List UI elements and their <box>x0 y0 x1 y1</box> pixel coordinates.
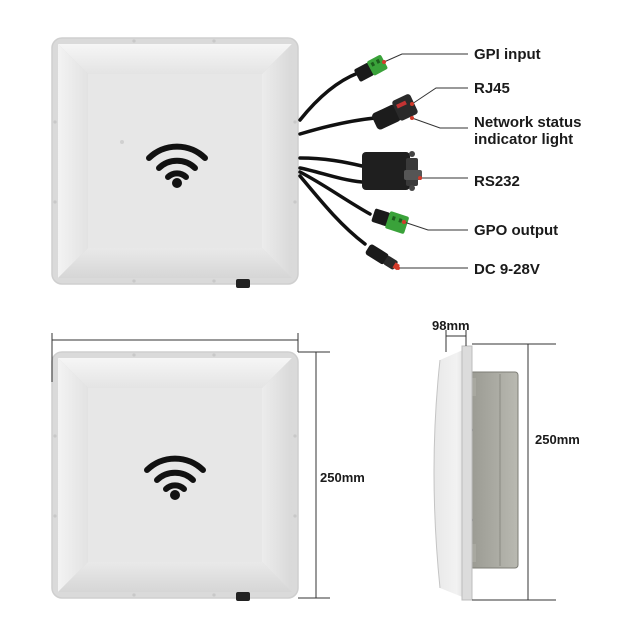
label-network-status-line2: indicator light <box>474 131 574 148</box>
bevel-top <box>58 44 292 74</box>
bevel-bottom <box>58 248 292 278</box>
antenna-top-view <box>51 37 422 288</box>
antenna-side-view <box>433 345 519 601</box>
bevel-right <box>262 44 292 278</box>
label-gpi-input: GPI input <box>474 46 541 63</box>
callout-dots <box>382 60 422 270</box>
label-gpo-output: GPO output <box>474 222 559 239</box>
screw-dots <box>53 39 297 283</box>
label-network-status-line1: Network status <box>474 114 582 131</box>
dim-side-depth: 98mm <box>432 318 470 333</box>
label-rs232: RS232 <box>474 173 520 190</box>
wifi-dot <box>172 178 182 188</box>
callout-leaders <box>383 53 468 269</box>
label-dc-power: DC 9-28V <box>474 261 540 278</box>
dim-side-height: 250mm <box>535 432 580 447</box>
bevel-left <box>58 44 88 278</box>
bottom-connector <box>236 592 250 601</box>
rs232-connector <box>362 151 422 191</box>
rj45-connector <box>372 94 418 130</box>
antenna-front-view <box>51 351 299 601</box>
dim-front-height: 250mm <box>320 470 365 485</box>
gpi-connector <box>354 55 388 82</box>
dc-connector <box>365 244 400 271</box>
wifi-icon <box>146 143 208 180</box>
rear-enclosure <box>470 372 518 568</box>
gpo-connector <box>371 208 409 234</box>
side-height-dimension <box>472 343 556 601</box>
depth-dimension <box>445 330 467 352</box>
wifi-icon <box>144 455 206 492</box>
front-height-dimension <box>298 351 330 599</box>
cables <box>298 71 377 246</box>
label-rj45: RJ45 <box>474 80 510 97</box>
bottom-connector <box>236 279 250 288</box>
width-dimension <box>51 333 299 382</box>
